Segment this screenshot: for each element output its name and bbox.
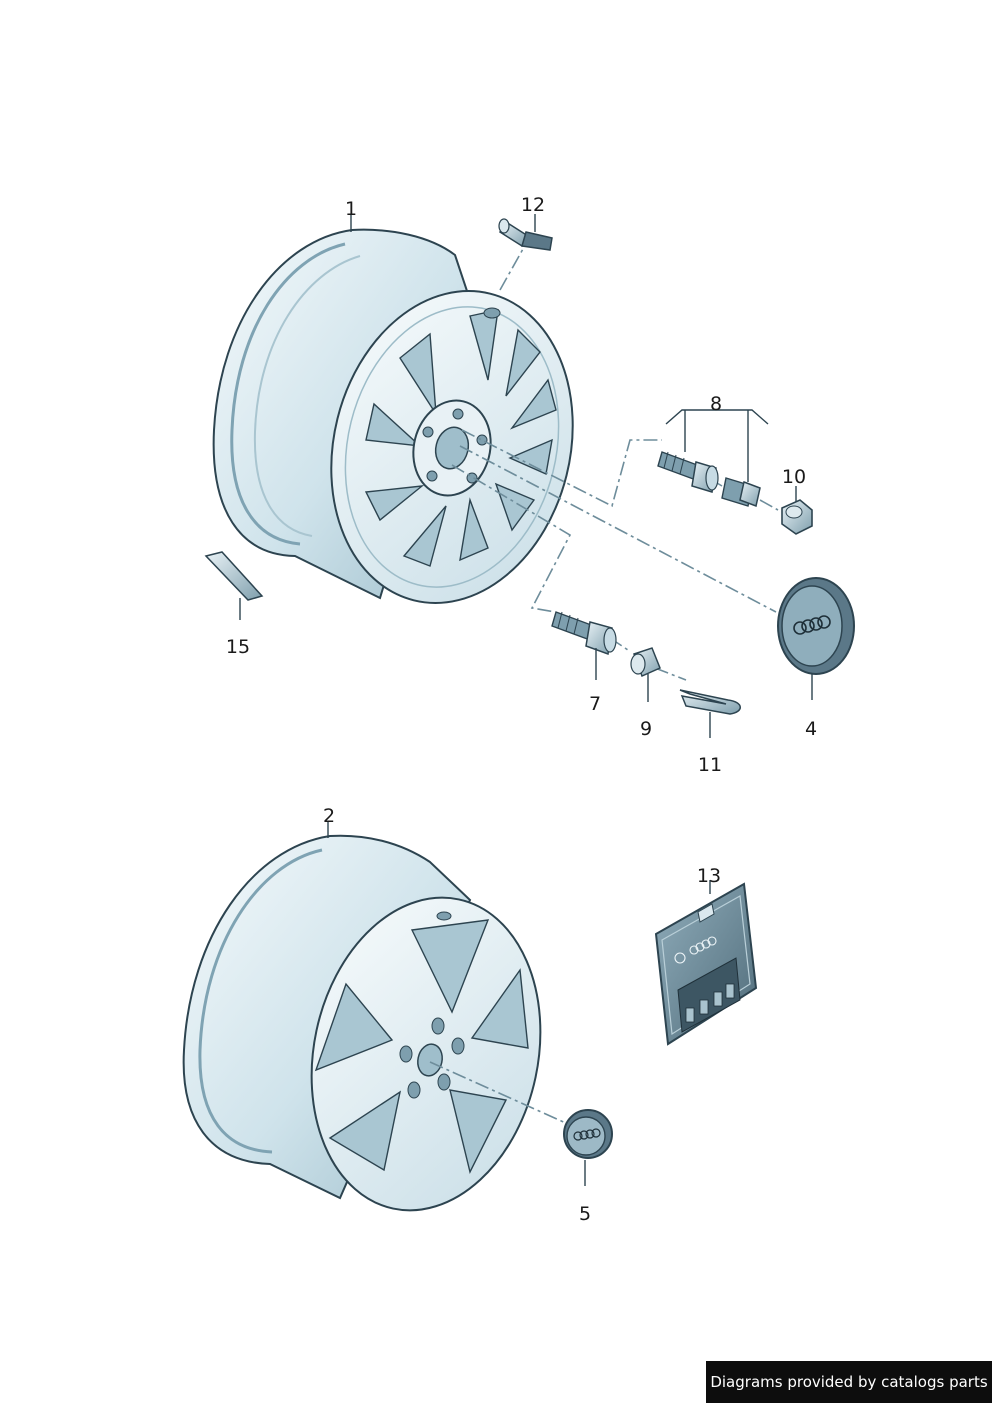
callout-12: 12: [521, 194, 545, 216]
wheel-2-rim-lip: [198, 848, 323, 1154]
center-cap-part-5: [563, 1109, 613, 1159]
audi-rings-icon: [793, 615, 831, 635]
callout-2: 2: [323, 805, 335, 827]
sleeve-part-9: [630, 647, 661, 678]
callout-15: 15: [226, 636, 250, 658]
callout-1: 1: [345, 198, 357, 220]
leader-lines-top: [239, 214, 813, 738]
wheel-2-valve-hole: [436, 911, 452, 921]
wheel-1-rim-line: [253, 255, 361, 537]
callout-13: 13: [697, 865, 721, 887]
package-part-13: [654, 882, 758, 1046]
wheel-1-valve-hole: [483, 307, 501, 319]
center-cap-part-4: [777, 577, 855, 675]
callout-10: 10: [782, 466, 806, 488]
wheel-1-spoke-windows: [364, 309, 557, 567]
callout-9: 9: [640, 718, 652, 740]
callout-5: 5: [579, 1203, 591, 1225]
valve-part-12: [498, 218, 553, 251]
callout-7: 7: [589, 693, 601, 715]
callout-4: 4: [805, 718, 817, 740]
nut-part-10: [781, 499, 813, 535]
clip-part-11: [679, 689, 741, 715]
wheel-1-rim-lip: [230, 242, 346, 546]
wheel-1: [212, 228, 574, 604]
footer-banner[interactable]: Diagrams provided by catalogs parts: [706, 1361, 992, 1403]
wheel-bolt-part-7: [551, 611, 617, 656]
wheel-2: [182, 834, 542, 1212]
bolt-part-8-right: [721, 477, 761, 508]
balance-weight-part-15: [204, 551, 264, 601]
leader-lines-bottom: [327, 822, 711, 1186]
callout-labels: 1 12 8 10 15 7 9 4 11 2 13 5: [226, 194, 817, 1225]
bolt-part-8-left: [657, 451, 719, 493]
wheel-2-bolt-holes: [399, 1017, 465, 1099]
wheel-2-spoke-windows: [314, 919, 529, 1175]
wheel-2-center-bore: [417, 1043, 443, 1077]
callout-11: 11: [698, 754, 722, 776]
audi-rings-pack-icon: [689, 936, 717, 955]
audi-rings-small-icon: [573, 1128, 601, 1141]
assembly-line-wheel-2: [429, 1061, 569, 1125]
wheel-1-center-bore: [434, 426, 470, 470]
callout-8: 8: [710, 393, 722, 415]
wheel-1-bolt-holes: [422, 408, 488, 484]
